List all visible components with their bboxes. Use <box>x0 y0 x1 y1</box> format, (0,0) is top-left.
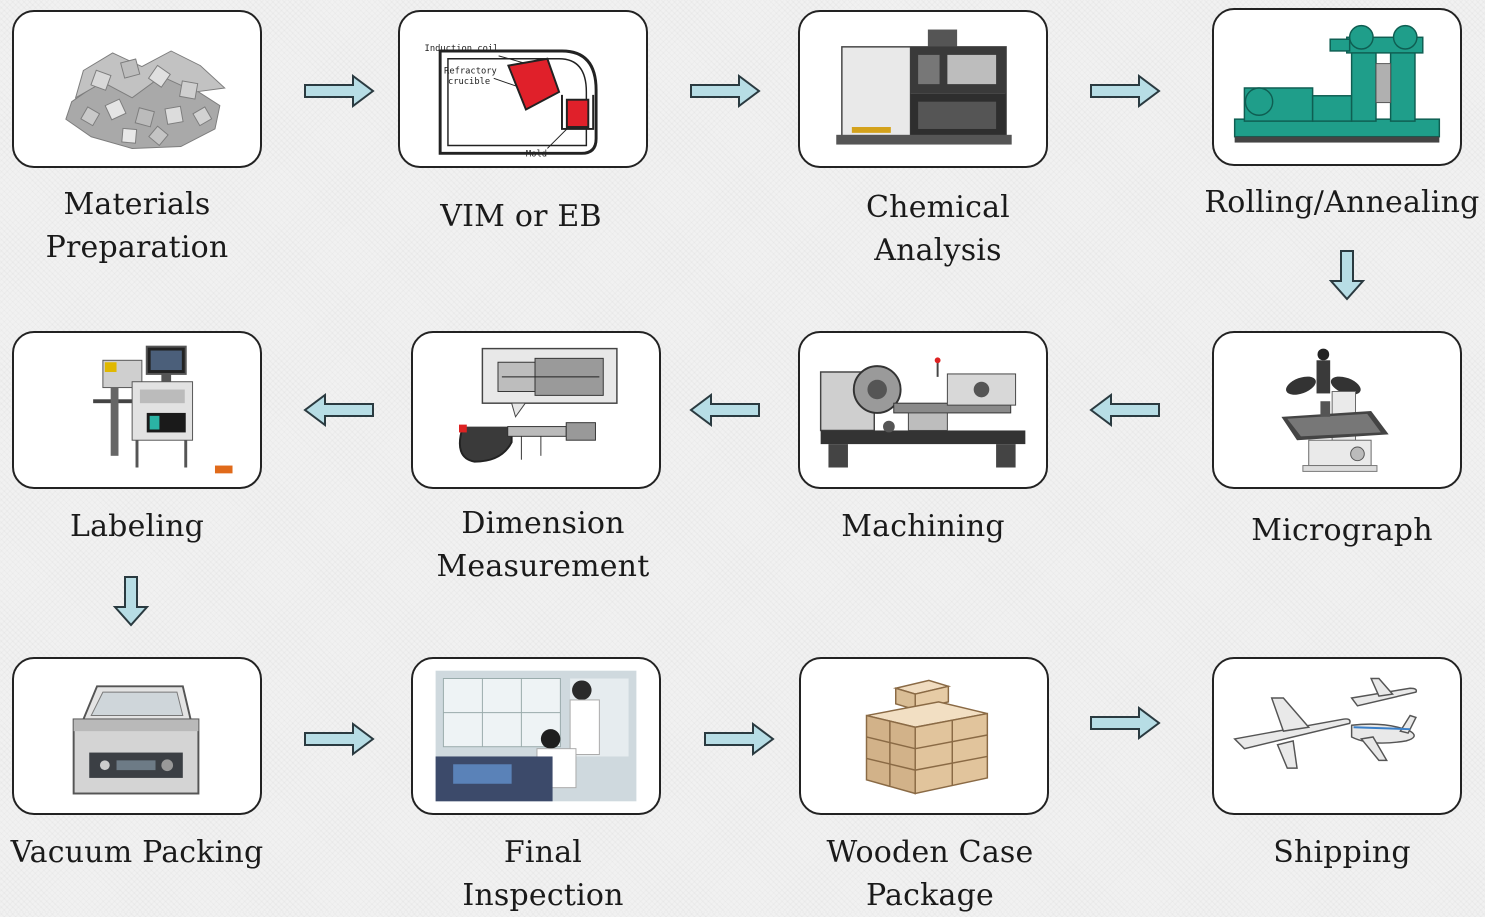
step-box-wooden-case-package <box>799 657 1049 815</box>
label-shipping: Shipping <box>1192 831 1485 874</box>
rolling-mill-icon <box>1233 24 1441 143</box>
label-machining: Machining <box>773 505 1073 548</box>
arrow-right-2 <box>689 74 761 108</box>
spectrometer-icon <box>836 29 1012 145</box>
label-line: Machining <box>841 509 1005 544</box>
arrow-left-2 <box>689 393 761 427</box>
arrow-right-1 <box>303 74 375 108</box>
lathe-icon <box>819 357 1026 468</box>
label-line: Preparation <box>45 230 229 265</box>
arrow-right-6 <box>1089 706 1161 740</box>
label-vacuum-packing: Vacuum Packing <box>0 831 287 874</box>
label-line: Shipping <box>1273 835 1411 870</box>
step-box-chemical-analysis <box>798 10 1048 168</box>
step-box-vim-or-eb: Induction coil Refractory crucible Mold <box>398 10 648 168</box>
vacuum-sealer-icon <box>72 685 200 795</box>
label-line: Dimension <box>461 506 625 541</box>
arrow-left-1 <box>1089 393 1161 427</box>
vacuum-furnace-diagram-icon: Induction coil Refractory crucible Mold <box>425 44 598 159</box>
diagram-label-crucible: Refractory <box>444 66 497 76</box>
label-line: Vacuum Packing <box>10 835 264 870</box>
step-box-machining <box>798 331 1048 489</box>
label-wooden-case-package: Wooden Case Package <box>780 831 1080 917</box>
label-line: Rolling/Annealing <box>1204 185 1480 220</box>
lab-inspection-photo-icon <box>435 670 637 802</box>
micrometer-icon <box>459 347 618 463</box>
label-line: Final <box>503 835 583 870</box>
label-line: Micrograph <box>1251 513 1433 548</box>
step-box-shipping <box>1212 657 1462 815</box>
label-materials-preparation: Materials Preparation <box>0 183 287 269</box>
diagram-label-coil: Induction coil <box>425 44 499 54</box>
label-labeling: Labeling <box>0 505 287 548</box>
label-line: Measurement <box>436 549 650 584</box>
airplanes-icon <box>1233 677 1418 769</box>
label-line: Materials <box>63 187 211 222</box>
step-box-labeling <box>12 331 262 489</box>
arrow-down-2 <box>112 575 150 627</box>
label-line: Chemical <box>866 190 1010 225</box>
label-line: VIM or EB <box>440 199 602 234</box>
metal-chips-icon <box>65 50 226 149</box>
label-line: Labeling <box>69 509 205 544</box>
label-line: Inspection <box>462 878 624 913</box>
label-dimension-measurement: Dimension Measurement <box>393 502 693 588</box>
wooden-crates-icon <box>865 679 989 795</box>
step-box-final-inspection <box>411 657 661 815</box>
arrow-down-1 <box>1328 249 1366 301</box>
label-vim-or-eb: VIM or EB <box>371 195 671 238</box>
step-box-vacuum-packing <box>12 657 262 815</box>
step-box-materials-preparation <box>12 10 262 168</box>
laser-marking-machine-icon <box>93 345 233 474</box>
label-rolling-annealing: Rolling/Annealing <box>1192 181 1485 224</box>
arrow-right-3 <box>1089 74 1161 108</box>
label-line: Analysis <box>874 233 1002 268</box>
arrow-right-4 <box>303 722 375 756</box>
diagram-label-mold: Mold <box>526 149 547 159</box>
label-line: Wooden Case <box>826 835 1034 870</box>
step-box-dimension-measurement <box>411 331 661 489</box>
label-final-inspection: Final Inspection <box>393 831 693 917</box>
label-chemical-analysis: Chemical Analysis <box>788 186 1088 272</box>
microscope-icon <box>1281 348 1389 472</box>
arrow-left-3 <box>303 393 375 427</box>
step-box-micrograph <box>1212 331 1462 489</box>
label-line: Package <box>866 878 994 913</box>
arrow-right-5 <box>703 722 775 756</box>
label-micrograph: Micrograph <box>1192 509 1485 552</box>
step-box-rolling-annealing <box>1212 8 1462 166</box>
diagram-label-crucible: crucible <box>448 77 490 87</box>
